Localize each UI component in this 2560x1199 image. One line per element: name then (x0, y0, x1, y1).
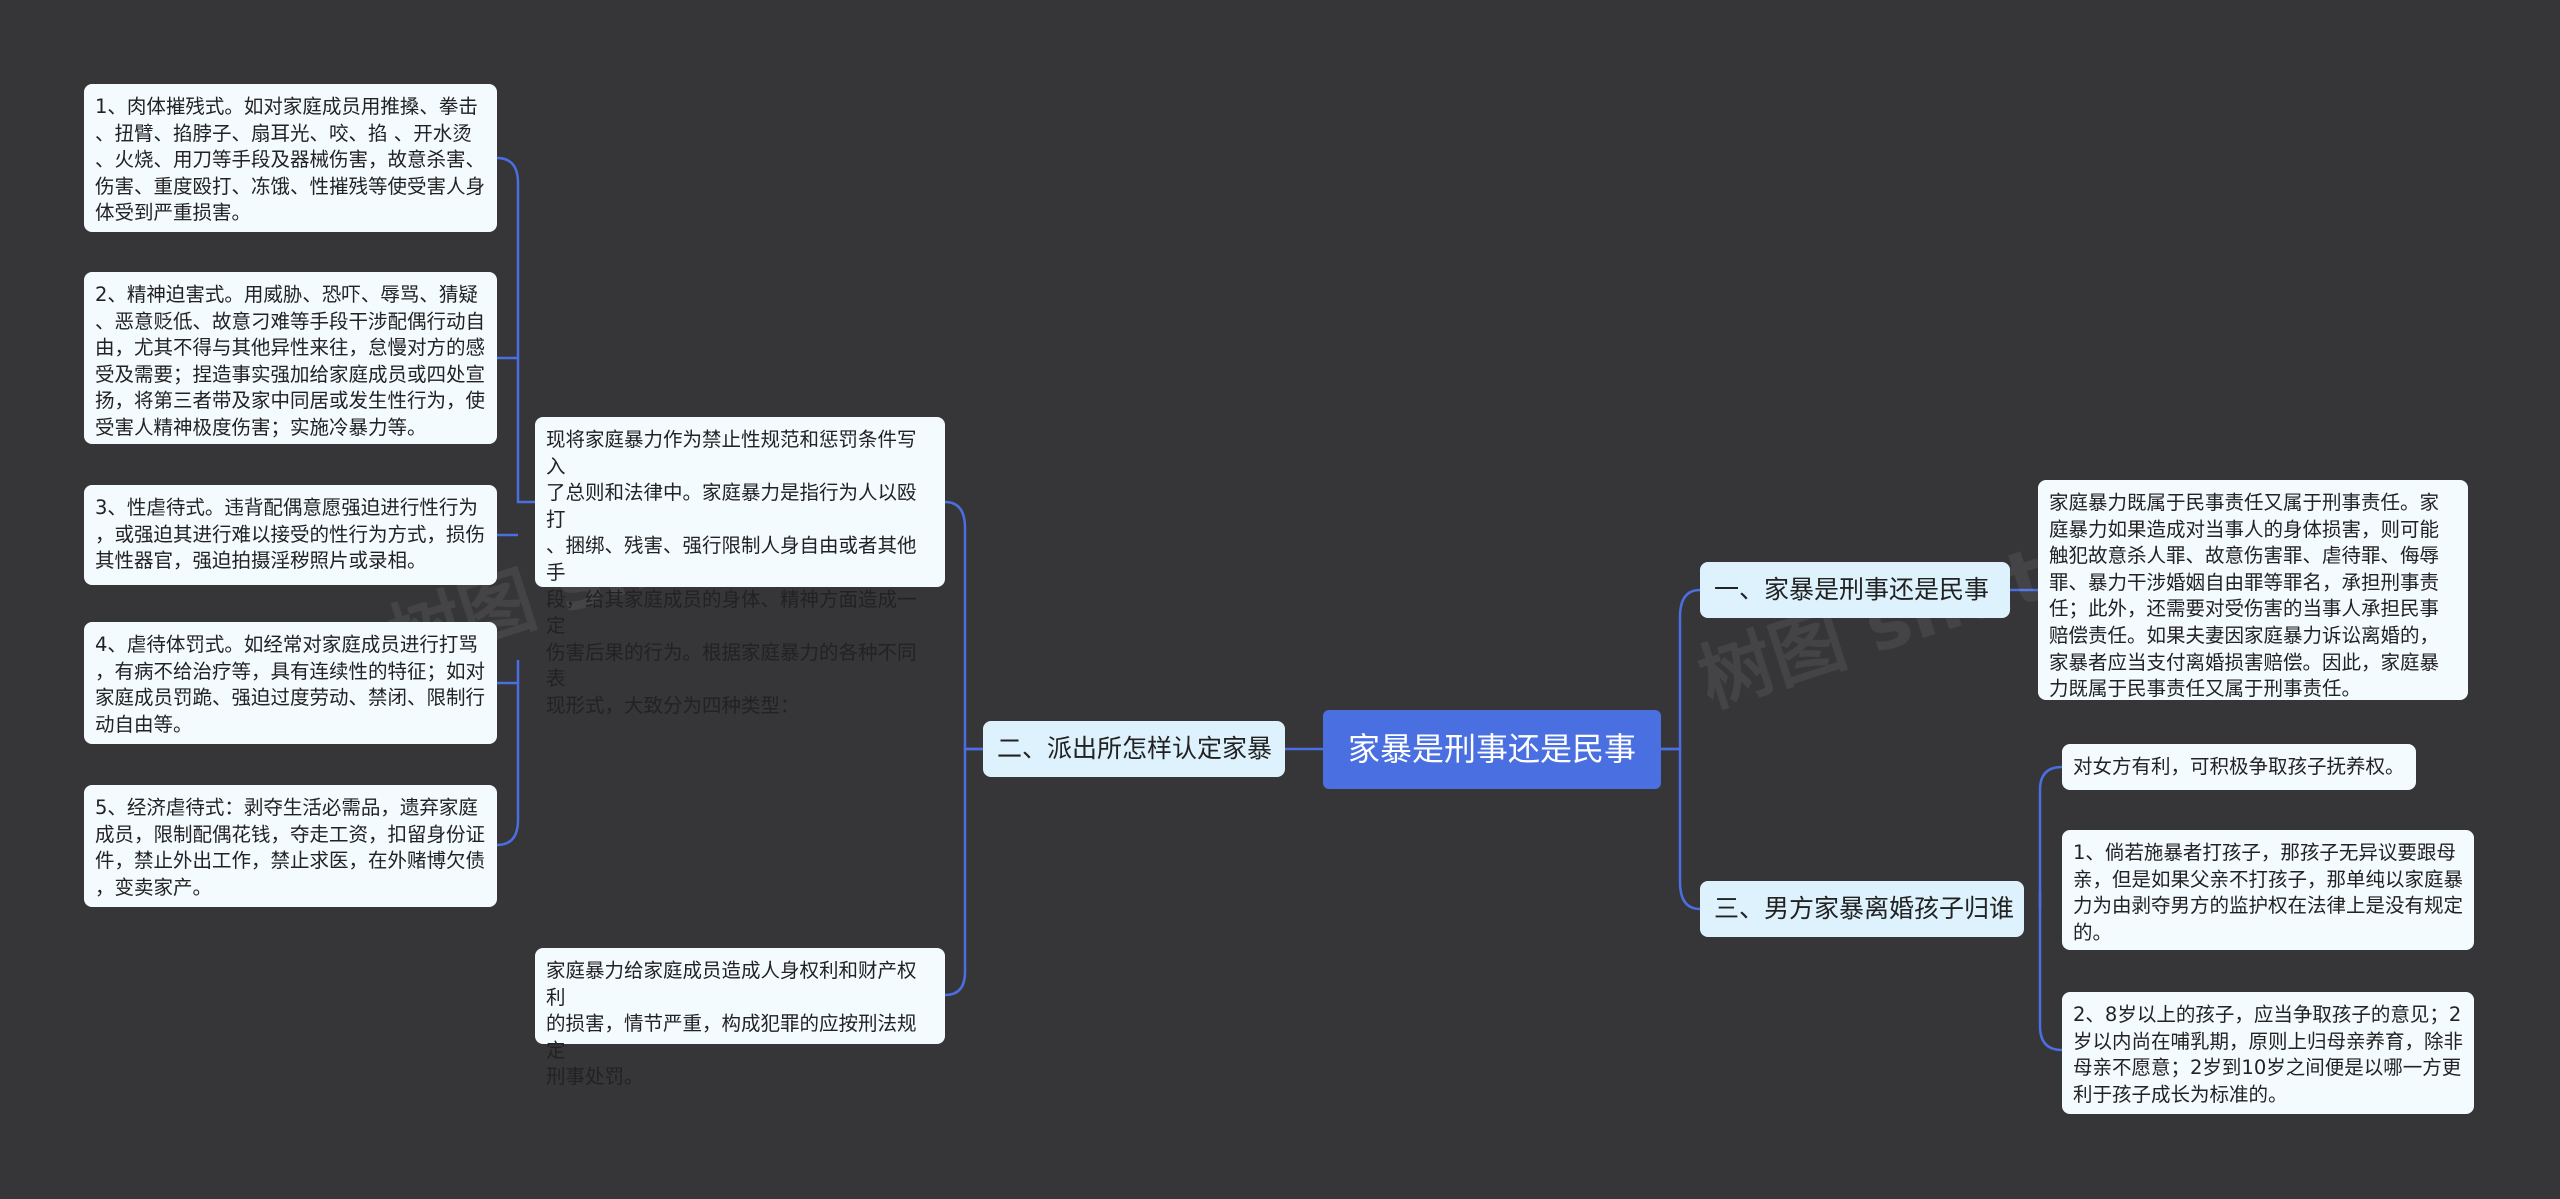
leaf-text: 1、倘若施暴者打孩子，那孩子无异议要跟母 亲，但是如果父亲不打孩子，那单纯以家庭… (2073, 841, 2464, 944)
link-intro-t5 (496, 660, 520, 847)
link-root-b3 (1661, 747, 1701, 911)
leaf-text: 1、肉体摧残式。如对家庭成员用推搡、拳击 、扭臂、掐脖子、扇耳光、咬、掐 、开水… (95, 95, 486, 225)
link-intro-t1 (496, 156, 535, 504)
leaf-text: 2、8岁以上的孩子，应当争取孩子的意见；2 岁以内尚在哺乳期，原则上归母亲养育，… (2073, 1003, 2464, 1106)
leaf-text: 3、性虐待式。违背配偶意愿强迫进行性行为 ，或强迫其进行难以接受的性行为方式，损… (95, 496, 486, 573)
leaf-criminal-punishment[interactable]: 家庭暴力给家庭成员造成人身权利和财产权利 的损害，情节严重，构成犯罪的应按刑法规… (535, 948, 945, 1088)
leaf-text: 对女方有利，可积极争取孩子抚养权。 (2073, 755, 2405, 778)
leaf-text: 2、精神迫害式。用威胁、恐吓、辱骂、猜疑 、恶意贬低、故意刁难等手段干涉配偶行动… (95, 283, 486, 439)
leaf-type-mental[interactable]: 2、精神迫害式。用威胁、恐吓、辱骂、猜疑 、恶意贬低、故意刁难等手段干涉配偶行动… (84, 272, 497, 444)
leaf-text: 家庭暴力给家庭成员造成人身权利和财产权利 的损害，情节严重，构成犯罪的应按刑法规… (546, 959, 917, 1089)
branch-child-custody[interactable]: 三、男方家暴离婚孩子归谁 (1700, 881, 2024, 937)
leaf-type-sexual[interactable]: 3、性虐待式。违背配偶意愿强迫进行性行为 ，或强迫其进行难以接受的性行为方式，损… (84, 485, 497, 585)
link-b3-c (2038, 909, 2063, 1052)
leaf-liability-explanation[interactable]: 家庭暴力既属于民事责任又属于刑事责任。家 庭暴力如果造成对当事人的身体损害，则可… (2038, 480, 2468, 700)
leaf-text: 现将家庭暴力作为禁止性规范和惩罚条件写入 了总则和法律中。家庭暴力是指行为人以殴… (546, 428, 917, 717)
leaf-type-physical[interactable]: 1、肉体摧残式。如对家庭成员用推搡、拳击 、扭臂、掐脖子、扇耳光、咬、掐 、开水… (84, 84, 497, 232)
leaf-text: 5、经济虐待式：剥夺生活必需品，遗弃家庭 成员，限制配偶花钱，夺走工资，扣留身份… (95, 796, 486, 899)
link-b2-crime (944, 747, 983, 997)
leaf-type-corporal[interactable]: 4、虐待体罚式。如经常对家庭成员进行打骂 ，有病不给治疗等，具有连续性的特征；如… (84, 622, 497, 744)
leaf-text: 家庭暴力既属于民事责任又属于刑事责任。家 庭暴力如果造成对当事人的身体损害，则可… (2049, 491, 2440, 701)
leaf-favorable-to-woman[interactable]: 对女方有利，可积极争取孩子抚养权。 (2062, 744, 2416, 790)
leaf-text: 4、虐待体罚式。如经常对家庭成员进行打骂 ，有病不给治疗等，具有连续性的特征；如… (95, 633, 486, 736)
link-b3-a (2038, 765, 2063, 909)
branch-police-determination[interactable]: 二、派出所怎样认定家暴 (983, 721, 1285, 777)
leaf-child-beaten[interactable]: 1、倘若施暴者打孩子，那孩子无异议要跟母 亲，但是如果父亲不打孩子，那单纯以家庭… (2062, 830, 2474, 950)
leaf-definition-intro[interactable]: 现将家庭暴力作为禁止性规范和惩罚条件写入 了总则和法律中。家庭暴力是指行为人以殴… (535, 417, 945, 717)
root-node[interactable]: 家暴是刑事还是民事 (1323, 710, 1661, 789)
link-root-b1 (1661, 588, 1701, 751)
branch-criminal-or-civil[interactable]: 一、家暴是刑事还是民事 (1700, 562, 2010, 618)
leaf-type-economic[interactable]: 5、经济虐待式：剥夺生活必需品，遗弃家庭 成员，限制配偶花钱，夺走工资，扣留身份… (84, 785, 497, 907)
leaf-child-age[interactable]: 2、8岁以上的孩子，应当争取孩子的意见；2 岁以内尚在哺乳期，原则上归母亲养育，… (2062, 992, 2474, 1114)
link-b2-intro (944, 500, 983, 751)
